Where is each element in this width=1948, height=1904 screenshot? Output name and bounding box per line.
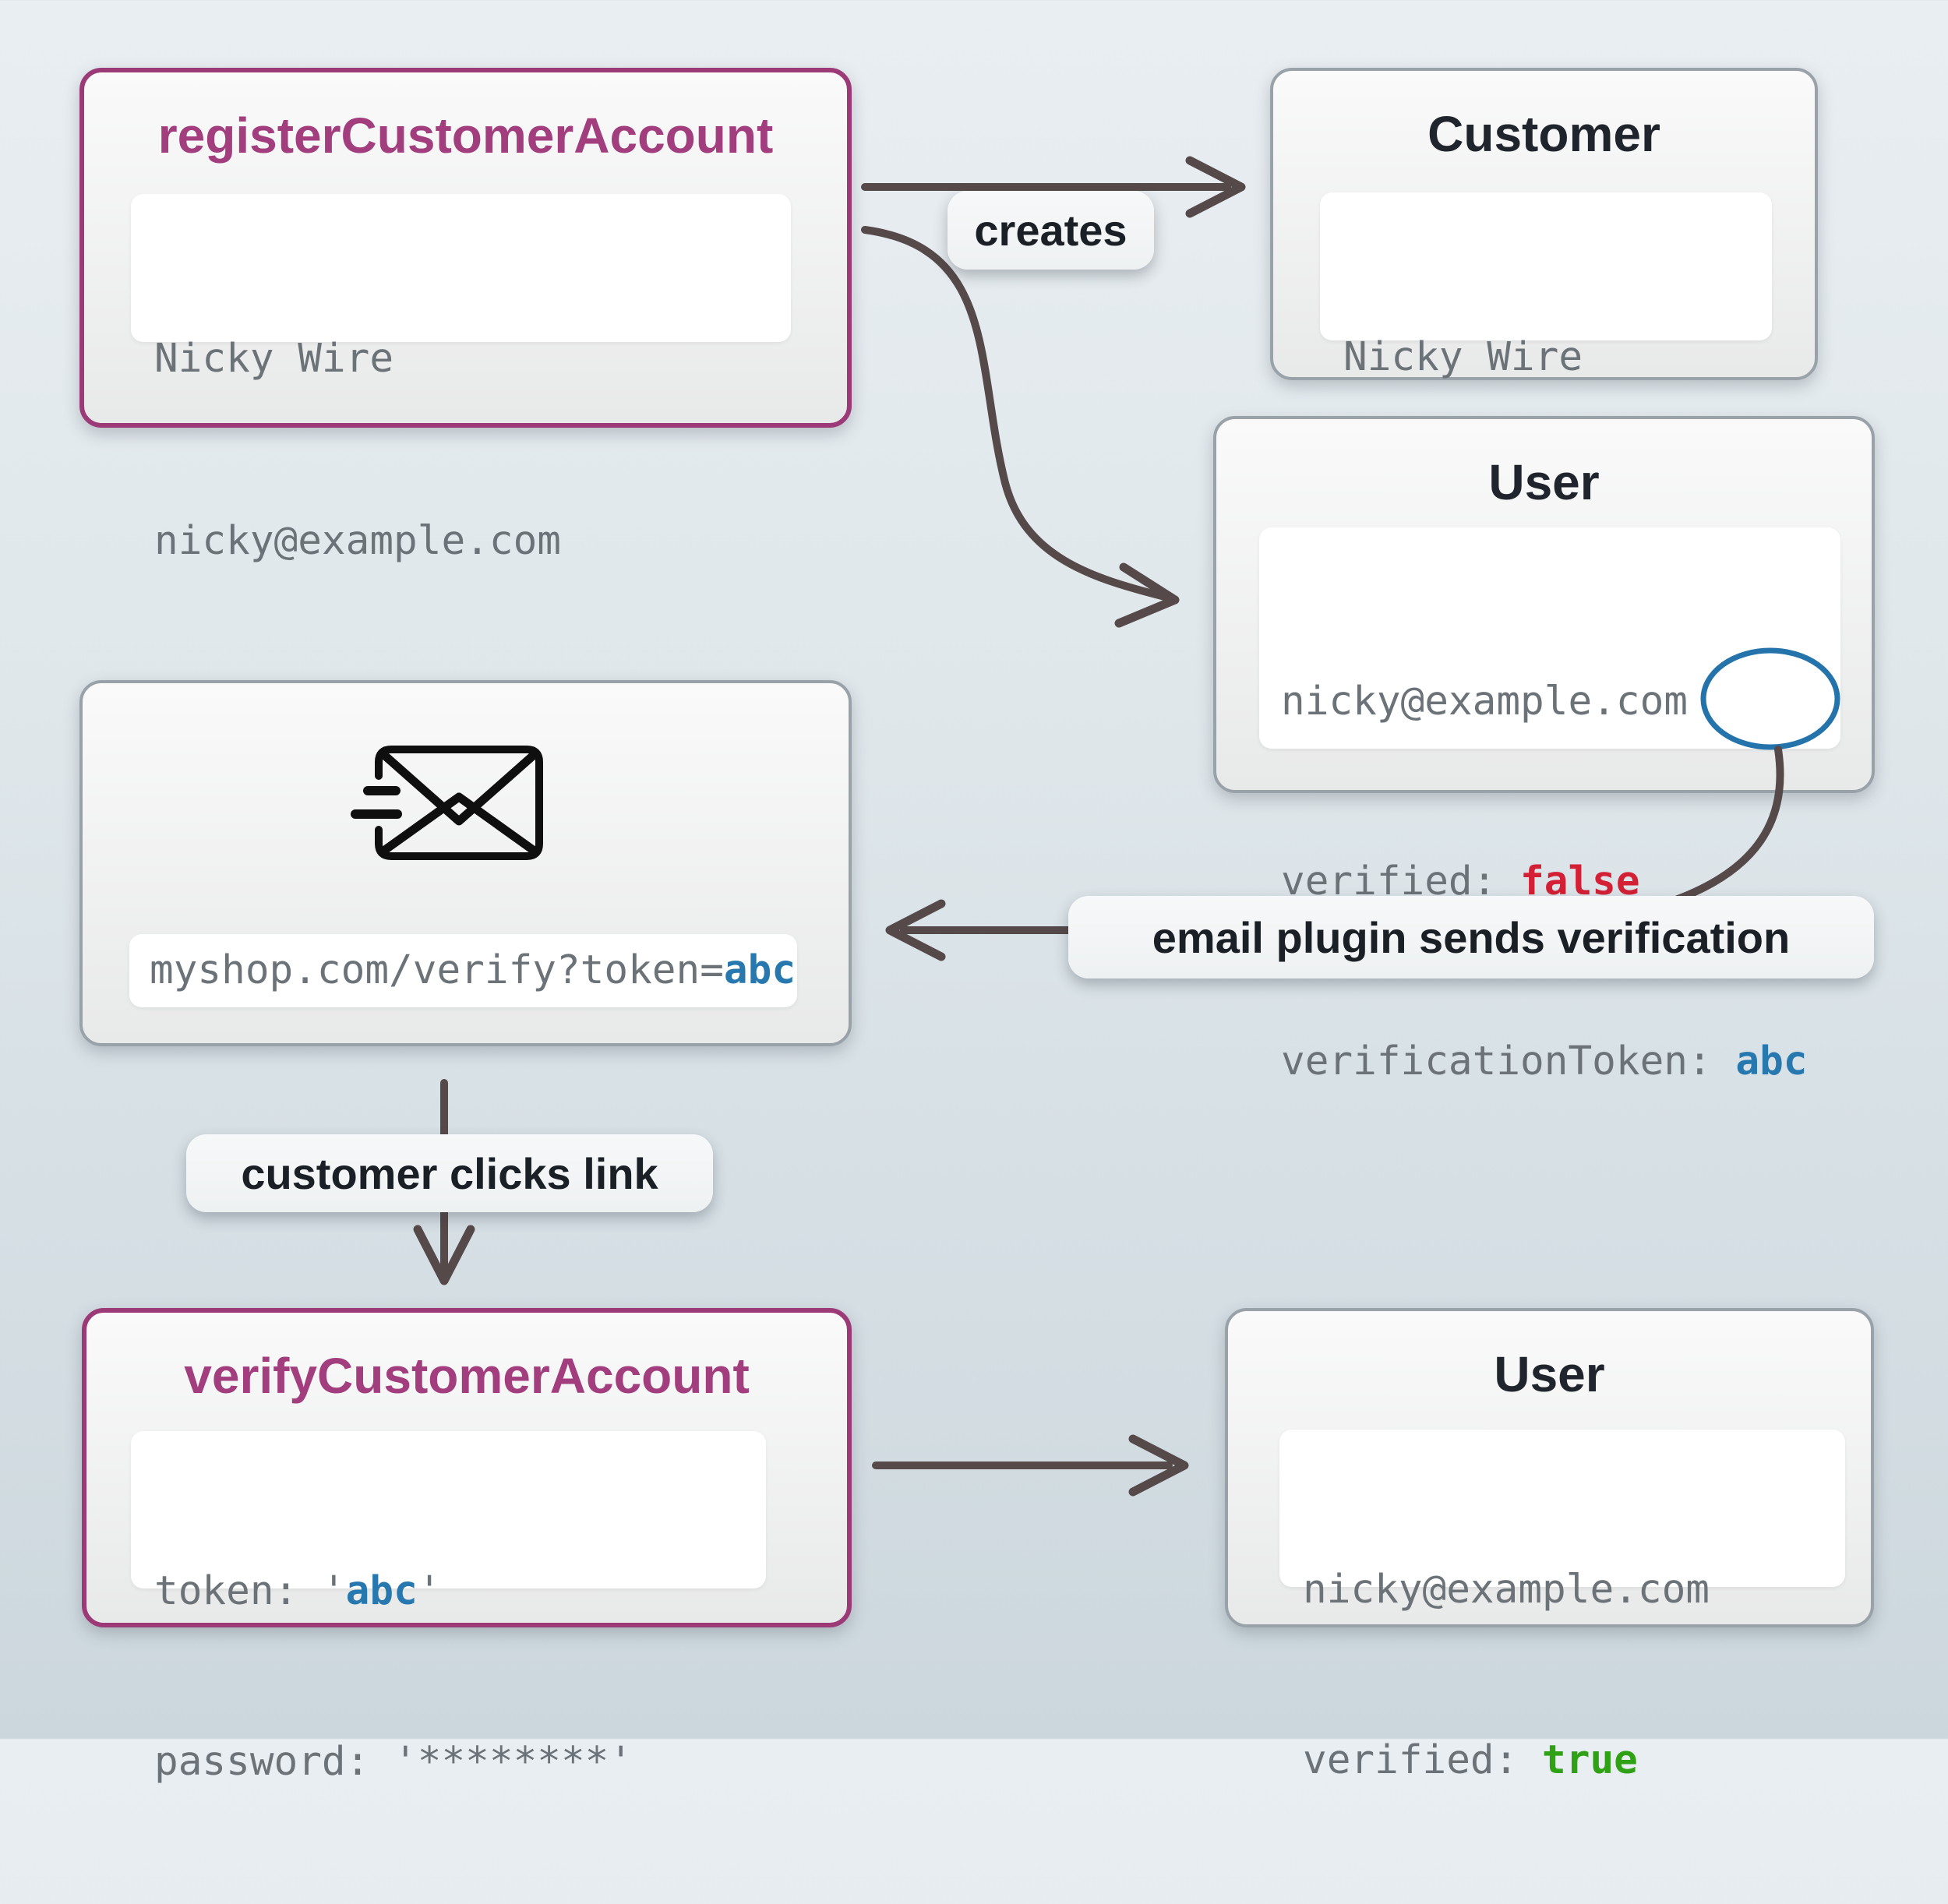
node-customer: Customer Nicky Wire nicky@example.com xyxy=(1270,68,1818,562)
user-verified-line: verified: true xyxy=(1303,1732,1822,1789)
token-label: verificationToken: xyxy=(1281,1038,1736,1084)
verify-payload-box: token: 'abc' password: '********' xyxy=(131,1431,766,1785)
verify-token-line: token: 'abc' xyxy=(154,1563,743,1620)
user-token-line: verificationToken: abc xyxy=(1281,1031,1819,1091)
close-quote: ' xyxy=(417,1568,442,1614)
node-title-user-unverified: User xyxy=(1488,454,1600,510)
clicks-link-arrowhead-icon xyxy=(413,1225,475,1285)
mail-send-icon xyxy=(351,746,543,860)
customer-name: Nicky Wire xyxy=(1343,334,1583,380)
user-unverified-record-box: nicky@example.com verified: false verifi… xyxy=(1259,527,1840,1084)
verify-password-line: password: '********' xyxy=(154,1739,633,1785)
node-title-customer: Customer xyxy=(1427,106,1660,162)
verification-link-box: myshop.com/verify?token=abc xyxy=(129,934,797,1007)
email-plugin-label-text: email plugin sends verification xyxy=(1152,912,1791,962)
verified-label: verified: xyxy=(1303,1737,1543,1783)
customer-clicks-label: customer clicks link xyxy=(186,1134,713,1212)
token-value: abc xyxy=(1735,1038,1808,1084)
user-email: nicky@example.com xyxy=(1281,679,1688,725)
node-title-user-verified: User xyxy=(1494,1346,1605,1402)
email-plugin-arrowhead-icon xyxy=(885,899,946,961)
user-verified-email: nicky@example.com xyxy=(1303,1567,1710,1613)
node-email-message: myshop.com/verify?token=abc xyxy=(79,680,852,1046)
verify-user-arrowhead-icon xyxy=(1128,1434,1189,1497)
user-verified-record-box: nicky@example.com verified: true xyxy=(1279,1430,1845,1783)
verify-url-token: abc xyxy=(723,947,796,993)
verified-value-true: true xyxy=(1542,1737,1638,1783)
node-user-verified: User nicky@example.com verified: true xyxy=(1225,1308,1874,1783)
node-verify-customer-account: verifyCustomerAccount token: 'abc' passw… xyxy=(82,1308,852,1785)
creates-label-text: creates xyxy=(974,206,1128,255)
creates-customer-arrowhead-icon xyxy=(1185,156,1246,218)
register-name: Nicky Wire xyxy=(154,336,394,382)
register-payload-box: Nicky Wire nicky@example.com xyxy=(131,194,791,564)
customer-record-box: Nicky Wire nicky@example.com xyxy=(1320,192,1772,562)
node-title-verify: verifyCustomerAccount xyxy=(184,1348,750,1404)
node-user-unverified: User nicky@example.com verified: false v… xyxy=(1213,416,1875,1084)
node-register-customer-account: registerCustomerAccount Nicky Wire nicky… xyxy=(79,68,852,564)
creates-label: creates xyxy=(948,191,1154,270)
verify-token-value: abc xyxy=(345,1568,418,1614)
creates-user-arrow xyxy=(861,226,1169,601)
creates-user-arrowhead-icon xyxy=(1114,562,1180,628)
diagram-canvas: registerCustomerAccount Nicky Wire nicky… xyxy=(79,68,1875,1785)
customer-clicks-label-text: customer clicks link xyxy=(241,1148,658,1198)
register-email: nicky@example.com xyxy=(154,518,561,564)
node-title-register: registerCustomerAccount xyxy=(157,108,774,164)
open-quote: ' xyxy=(321,1568,346,1614)
verify-url-prefix: myshop.com/verify?token= xyxy=(150,947,724,993)
email-plugin-label: email plugin sends verification xyxy=(1068,896,1874,978)
verify-token-label: token: xyxy=(154,1568,322,1614)
